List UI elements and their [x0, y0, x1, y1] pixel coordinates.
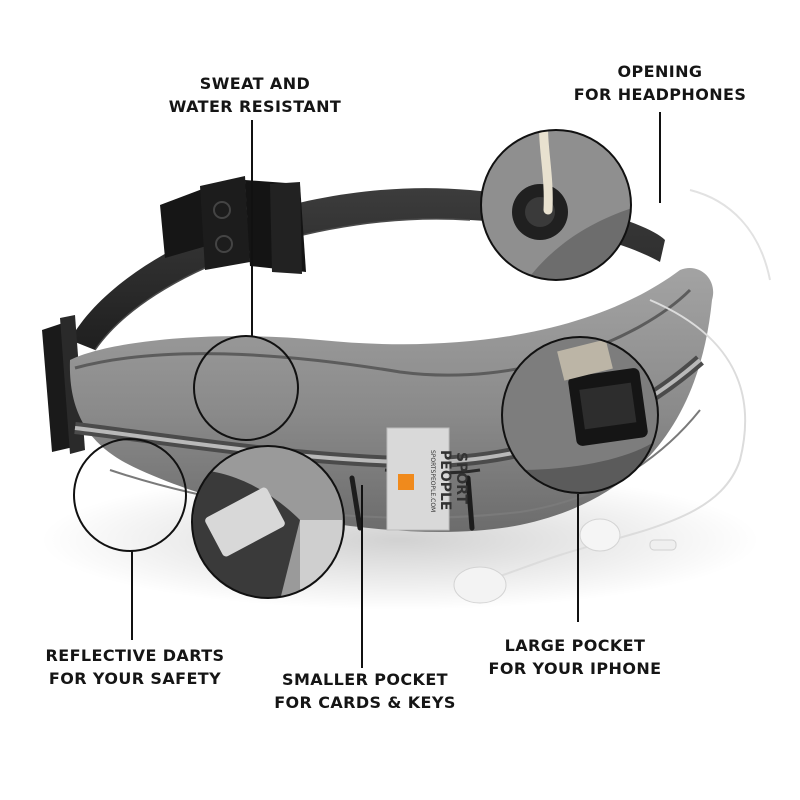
brand-logo-icon [398, 474, 414, 490]
label-reflective-line1: REFLECTIVE DARTS [45, 646, 225, 665]
label-opening-line1: OPENING [617, 62, 703, 81]
label-sweat: SWEAT AND WATER RESISTANT [150, 72, 360, 118]
label-sweat-line2: WATER RESISTANT [168, 97, 342, 116]
label-opening: OPENING FOR HEADPHONES [560, 60, 760, 106]
brand-tag-text: SPORT PEOPLE SPORTSPEOPLE.COM [369, 450, 469, 513]
callout-sweat [193, 120, 299, 441]
brand-site: SPORTSPEOPLE.COM [429, 450, 436, 513]
brand-line2: PEOPLE [437, 450, 453, 511]
label-sweat-line1: SWEAT AND [199, 74, 311, 93]
label-opening-line2: FOR HEADPHONES [573, 85, 747, 104]
callout-reflective [73, 438, 187, 640]
label-large-line2: FOR YOUR IPHONE [488, 659, 662, 678]
label-large-line1: LARGE POCKET [504, 636, 646, 655]
earphones [453, 189, 771, 604]
plastic-buckle [160, 176, 306, 274]
label-smaller-line2: FOR CARDS & KEYS [274, 693, 456, 712]
callout-opening [480, 112, 661, 281]
label-large: LARGE POCKET FOR YOUR IPHONE [470, 634, 680, 680]
label-reflective-line2: FOR YOUR SAFETY [48, 669, 222, 688]
brand-line1: SPORT [453, 452, 469, 504]
brand-tag [386, 427, 450, 531]
label-reflective: REFLECTIVE DARTS FOR YOUR SAFETY [30, 644, 240, 690]
callout-smaller-pocket [191, 445, 363, 668]
label-smaller: SMALLER POCKET FOR CARDS & KEYS [255, 668, 475, 714]
label-smaller-line1: SMALLER POCKET [282, 670, 448, 689]
